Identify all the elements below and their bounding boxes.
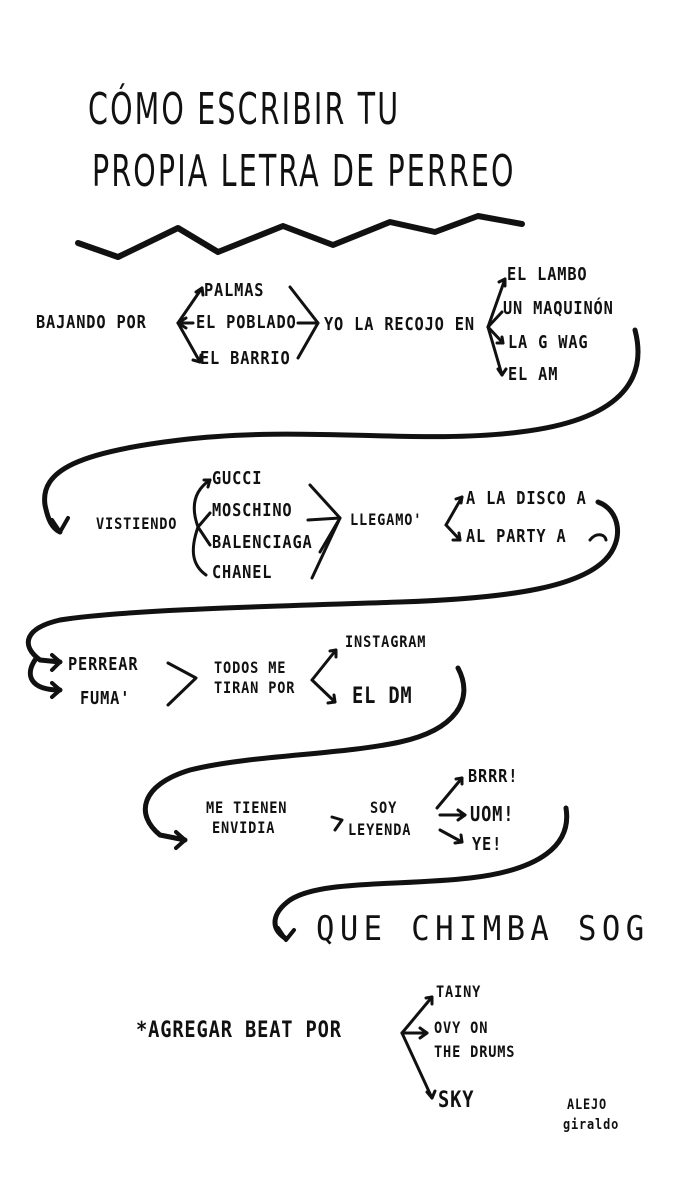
footnote-option: SKY — [438, 1088, 475, 1113]
step8-option: UOM! — [470, 802, 515, 826]
step8-lead-line2: LEYENDA — [348, 820, 412, 839]
footnote-option: TAINY — [436, 982, 482, 1001]
step2-arrows — [486, 277, 508, 377]
step6-lead-line1: TODOS ME — [214, 658, 287, 677]
step7-lead-line1: ME TIENEN — [206, 798, 288, 817]
step8-lead: SOY LEYENDA — [348, 800, 422, 838]
footnote-arrows — [400, 995, 437, 1100]
step3-option: MOSCHINO — [212, 500, 293, 521]
footnote-option: OVY ON — [434, 1018, 489, 1037]
step6-option: INSTAGRAM — [345, 632, 427, 651]
footnote-option: THE DRUMS — [434, 1042, 516, 1061]
step3-option: GUCCI — [212, 468, 263, 489]
signature-line-1: ALEJO — [567, 1097, 608, 1113]
step1-option: EL POBLADO — [196, 312, 297, 333]
step6-arrows — [310, 648, 338, 705]
finale-text: QUE CHIMBA SOG — [316, 909, 650, 949]
step8-option: YE! — [472, 834, 503, 855]
step8-lead-line1: SOY — [370, 798, 398, 817]
step2-option: LA G WAG — [508, 332, 589, 353]
step5-arrows — [166, 661, 198, 707]
step3-option: CHANEL — [212, 562, 273, 583]
step2-option: UN MAQUINÓN — [503, 298, 614, 319]
flow-curve-2 — [26, 499, 621, 665]
step7-lead: ME TIENEN ENVIDIA — [206, 800, 302, 836]
title-line-2: PROPIA LETRA DE PERREO — [92, 146, 516, 197]
step4-lead: LLEGAMO' — [350, 510, 423, 529]
step4-option: AL PARTY A — [466, 526, 567, 547]
step4-option: A LA DISCO A — [466, 488, 587, 509]
title-underline — [75, 213, 525, 260]
step6-lead-line2: TIRAN POR — [214, 678, 296, 697]
step5-option: PERREAR — [68, 654, 139, 675]
step6-lead: TODOS ME TIRAN POR — [214, 660, 310, 696]
flow-curve-4 — [272, 805, 570, 941]
step7-arrow — [330, 815, 344, 832]
step8-arrows — [435, 776, 467, 845]
footnote-lead: *AGREGAR BEAT POR — [136, 1018, 342, 1043]
step7-lead-line2: ENVIDIA — [212, 818, 276, 837]
step2-option: EL AM — [508, 364, 559, 385]
step1-option: EL BARRIO — [200, 348, 291, 369]
signature-line-2: giraldo — [563, 1117, 620, 1133]
step3-arrows — [191, 478, 342, 580]
step3-lead: VISTIENDO — [96, 514, 178, 533]
step6-option: EL DM — [352, 684, 413, 709]
step1-arrows — [176, 285, 320, 364]
step3-option: BALENCIAGA — [212, 532, 313, 553]
step2-lead: YO LA RECOJO EN — [324, 314, 475, 335]
flow-curve-1 — [42, 327, 641, 535]
step2-option: EL LAMBO — [507, 264, 588, 285]
step8-option: BRRR! — [468, 766, 519, 787]
step1-lead: BAJANDO POR — [36, 312, 147, 333]
step1-option: PALMAS — [204, 280, 265, 301]
flow-curve-3 — [142, 665, 467, 843]
title-line-1: CÓMO ESCRIBIR TU — [88, 84, 401, 135]
step4-arrows — [444, 495, 464, 542]
step5-option: FUMA' — [80, 688, 131, 709]
